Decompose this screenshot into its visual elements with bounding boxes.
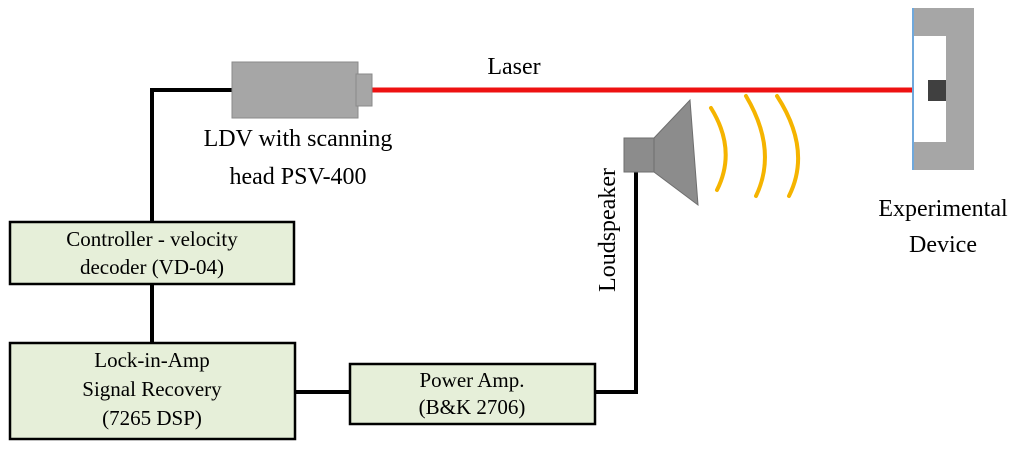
sound-waves	[709, 94, 801, 198]
loudspeaker-magnet	[623, 137, 657, 173]
lockin-amp-box: Lock-in-Amp Signal Recovery (7265 DSP)	[8, 341, 297, 441]
controller-box-line1: Controller - velocity	[66, 227, 238, 251]
laser-label: Laser	[487, 54, 540, 80]
experimental-device	[912, 8, 974, 170]
ldv-label-line1: LDV with scanning	[204, 126, 393, 152]
power-amp-box: Power Amp. (B&K 2706)	[348, 362, 597, 426]
sound-wave-3	[775, 94, 801, 198]
experimental-device-label-line2: Device	[909, 232, 977, 258]
device-core	[928, 80, 946, 101]
lockin-amp-box-line2: Signal Recovery	[82, 377, 222, 401]
ldv-scanning-head	[231, 61, 373, 119]
ldv-label-line2: head PSV-400	[229, 164, 366, 190]
lockin-amp-box-line1: Lock-in-Amp	[94, 348, 209, 372]
wires	[150, 88, 638, 394]
controller-box-line2: decoder (VD-04)	[80, 255, 224, 279]
wire-ldv-to-controller	[150, 88, 232, 222]
controller-box: Controller - velocity decoder (VD-04)	[8, 220, 296, 286]
sound-wave-1	[709, 106, 728, 192]
lockin-amp-box-line3: (7265 DSP)	[102, 406, 202, 430]
experimental-device-label-line1: Experimental	[878, 196, 1008, 222]
ldv-lens	[355, 73, 373, 107]
power-amp-box-line2: (B&K 2706)	[419, 395, 526, 419]
sound-wave-2	[744, 94, 767, 198]
loudspeaker-label: Loudspeaker	[595, 168, 621, 292]
loudspeaker	[623, 98, 699, 207]
loudspeaker-cone	[653, 98, 699, 207]
power-amp-box-line1: Power Amp.	[420, 368, 525, 392]
wire-power-amp-to-loudspeaker	[595, 172, 638, 394]
ldv-body	[231, 61, 359, 119]
